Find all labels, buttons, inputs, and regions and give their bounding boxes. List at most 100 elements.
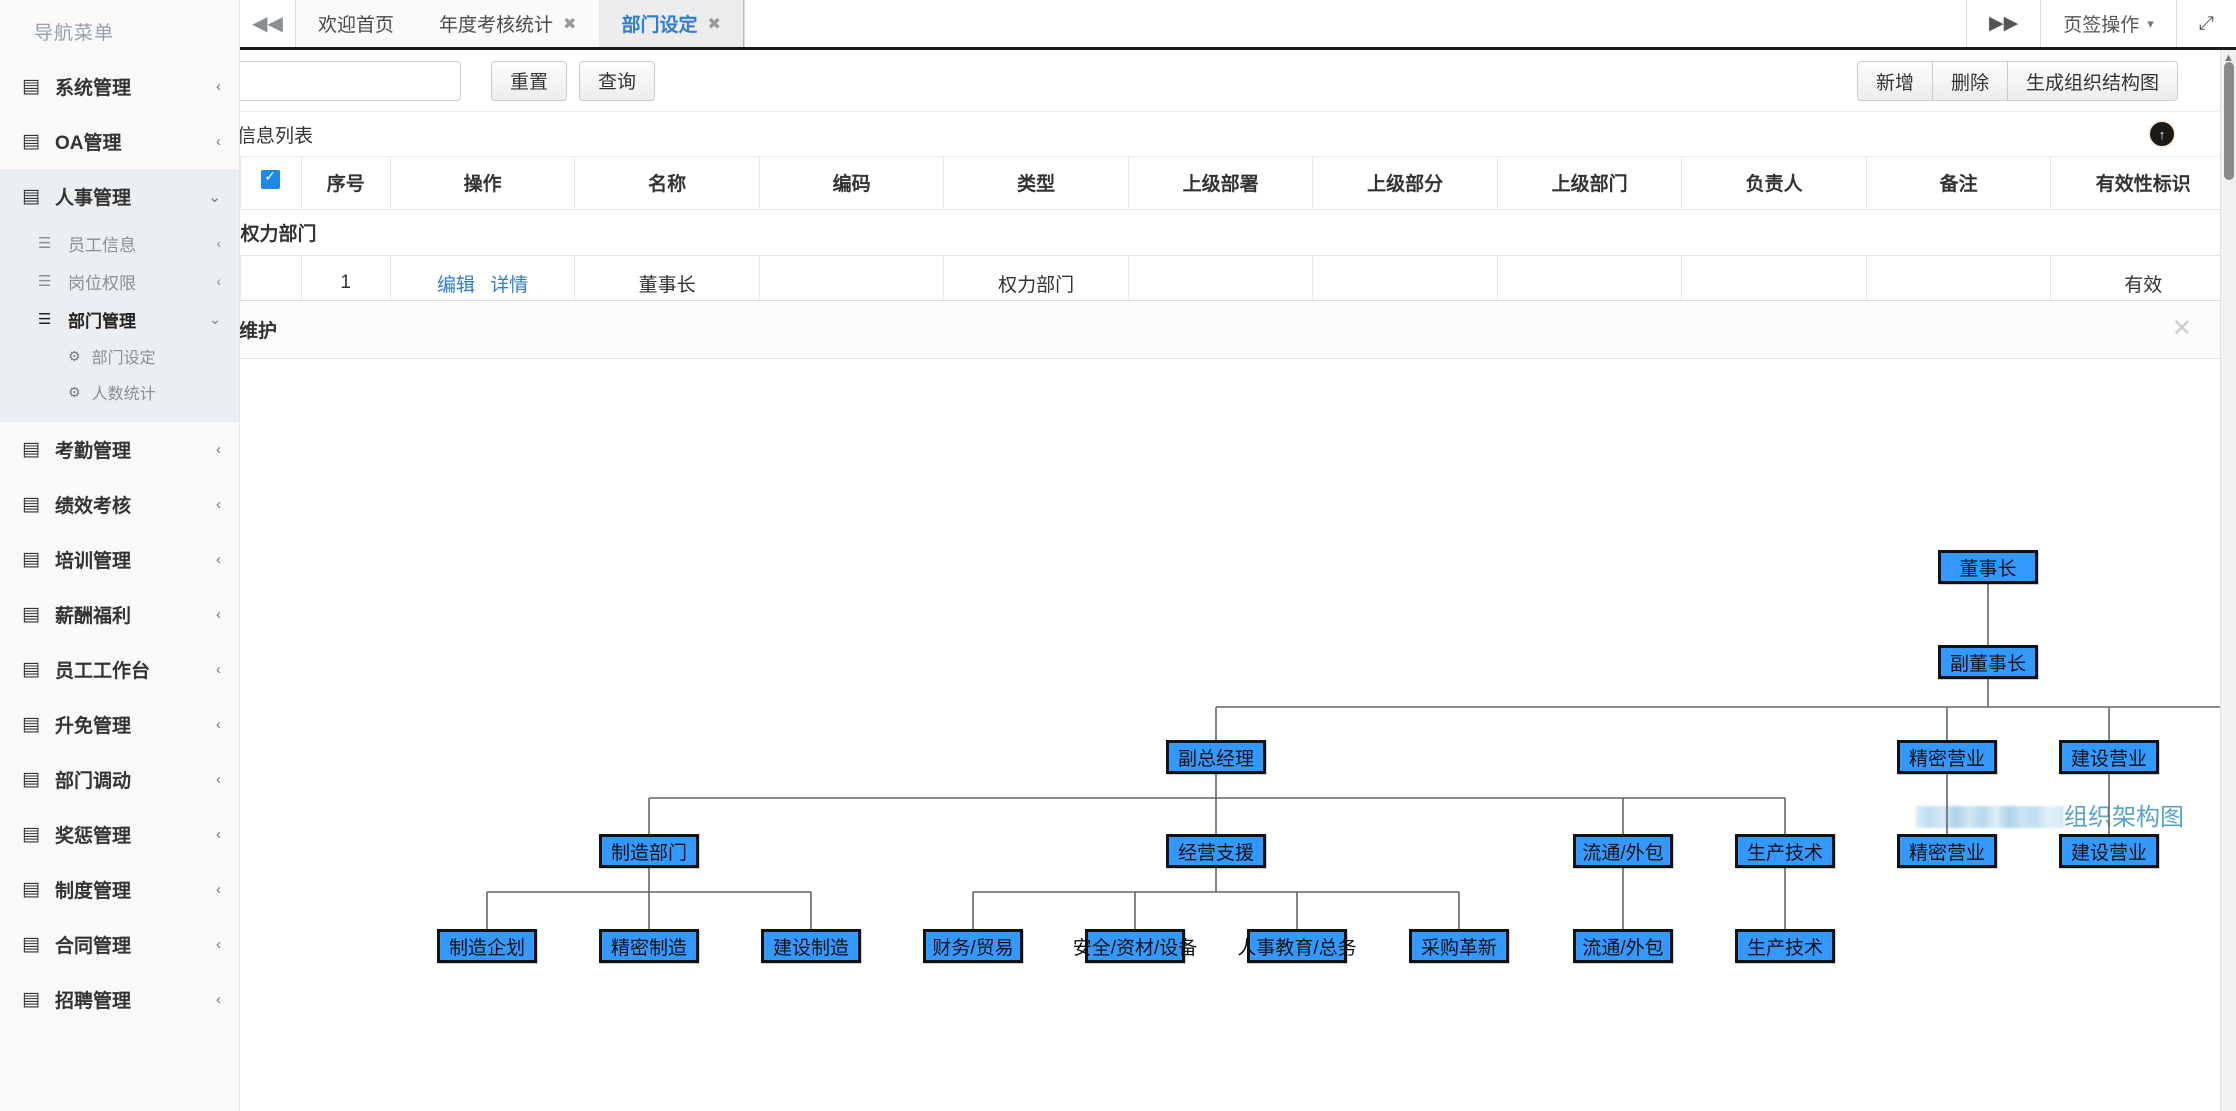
- tab-annual-review-stats[interactable]: 年度考核统计 ✖: [417, 0, 600, 47]
- scrollbar-thumb[interactable]: [2224, 62, 2234, 180]
- panel-collapse-button[interactable]: ↑: [2150, 122, 2174, 146]
- sidebar-item-oa-management[interactable]: ▤ OA管理 ‹: [0, 114, 239, 169]
- tab-welcome-home[interactable]: 欢迎首页: [296, 0, 418, 47]
- org-node[interactable]: 财务/贸易: [923, 929, 1023, 963]
- sidebar-item-label: 人事管理: [55, 188, 132, 209]
- edit-link[interactable]: 编辑: [436, 274, 475, 296]
- bars-icon: ☰: [38, 235, 52, 252]
- page-action-dropdown[interactable]: 页签操作 ▾: [2040, 0, 2176, 47]
- sidebar-item-training-management[interactable]: ▤ 培训管理 ‹: [0, 532, 239, 587]
- chevron-down-icon: ⌄: [208, 188, 221, 206]
- sidebar-item-label: 薪酬福利: [55, 606, 132, 627]
- org-node[interactable]: 精密制造: [599, 929, 699, 963]
- book-icon: ▤: [22, 824, 40, 845]
- sidebar-item-label: 奖惩管理: [55, 826, 132, 847]
- org-node[interactable]: 制造企划: [437, 929, 537, 963]
- sidebar-leaf-label: 人数统计: [91, 386, 156, 403]
- bars-icon: ☰: [38, 273, 52, 290]
- sidebar-subitem-label: 岗位权限: [68, 273, 136, 293]
- org-node[interactable]: 生产技术: [1735, 834, 1835, 868]
- sidebar-item-hr-management[interactable]: ▤ 人事管理 ⌄: [0, 169, 239, 224]
- book-icon: ▤: [22, 934, 40, 955]
- sidebar-item-label: 考勤管理: [55, 441, 132, 462]
- org-node[interactable]: 流通/外包: [1573, 834, 1673, 868]
- query-button[interactable]: 查询: [579, 60, 656, 101]
- sidebar-item-department-transfer[interactable]: ▤ 部门调动 ‹: [0, 752, 239, 807]
- org-node[interactable]: 董事长: [1938, 550, 2038, 584]
- chevron-left-icon: ‹: [216, 441, 221, 458]
- chevron-left-icon: ‹: [216, 771, 221, 788]
- sidebar-item-position-permission[interactable]: ☰ 岗位权限 ‹: [0, 262, 239, 300]
- org-node[interactable]: 安全/资材/设备: [1073, 929, 1197, 963]
- org-chart-modal: 息维护 ✕ 组织架构图 董事长副董事长副总经理精密营业建设营业技术部门制造部门经…: [240, 300, 2220, 1111]
- column-header: 备注: [1865, 157, 2052, 210]
- sidebar-item-department-management[interactable]: ☰ 部门管理 ⌄: [0, 300, 239, 338]
- chevron-left-icon: ‹: [216, 133, 221, 150]
- org-node[interactable]: 建设营业: [2059, 740, 2159, 774]
- close-icon[interactable]: ✖: [707, 15, 721, 33]
- close-icon[interactable]: ✕: [2171, 315, 2192, 342]
- sidebar-item-compensation-benefits[interactable]: ▤ 薪酬福利 ‹: [0, 587, 239, 642]
- book-icon: ▤: [22, 769, 40, 790]
- sidebar-item-label: 招聘管理: [55, 991, 132, 1012]
- vertical-scrollbar[interactable]: ▲: [2220, 50, 2236, 1111]
- tab-department-setup[interactable]: 部门设定 ✖: [599, 0, 744, 47]
- sidebar-item-recruitment-management[interactable]: ▤ 招聘管理 ‹: [0, 972, 239, 1027]
- org-node[interactable]: 生产技术: [1735, 929, 1835, 963]
- sidebar-item-reward-punishment[interactable]: ▤ 奖惩管理 ‹: [0, 807, 239, 862]
- org-node[interactable]: 精密营业: [1897, 834, 1997, 868]
- org-node[interactable]: 制造部门: [599, 834, 699, 868]
- detail-link[interactable]: 详情: [490, 274, 529, 296]
- org-node[interactable]: 流通/外包: [1573, 929, 1673, 963]
- org-node[interactable]: 副总经理: [1166, 740, 1266, 774]
- search-group: 名称: [240, 60, 462, 101]
- department-table: 序号 操作 名称 编码 类型 上级部署 上级部分 上级部门 负责人 备注 有效性…: [240, 157, 2236, 312]
- sidebar-item-promotion-management[interactable]: ▤ 升免管理 ‹: [0, 697, 239, 752]
- chevron-left-icon: ‹: [216, 551, 221, 568]
- sidebar-subitem-label: 员工信息: [68, 235, 136, 255]
- add-button[interactable]: 新增: [1856, 61, 1933, 101]
- chevron-left-icon: ‹: [216, 606, 221, 623]
- book-icon: ▤: [22, 494, 40, 515]
- close-icon[interactable]: ✖: [563, 15, 577, 33]
- search-input[interactable]: [240, 60, 462, 101]
- org-node[interactable]: 建设制造: [761, 929, 861, 963]
- fullscreen-button[interactable]: ⤢: [2175, 0, 2236, 47]
- chevron-down-icon: ▾: [2147, 15, 2154, 31]
- sidebar-item-headcount-stats[interactable]: ⚙ 人数统计: [0, 374, 239, 410]
- sidebar-item-system-management[interactable]: ▤ 系统管理 ‹: [0, 59, 239, 114]
- select-all-header[interactable]: [240, 157, 302, 210]
- double-chevron-left-icon: ◀◀: [252, 13, 283, 35]
- sidebar-item-department-setup[interactable]: ⚙ 部门设定: [0, 338, 239, 374]
- sidebar-item-performance-review[interactable]: ▤ 绩效考核 ‹: [0, 477, 239, 532]
- org-node[interactable]: 副董事长: [1938, 645, 2038, 679]
- chevron-left-icon: ‹: [216, 991, 221, 1008]
- tabs-scroll-right-button[interactable]: ▶▶: [1966, 0, 2040, 47]
- modal-body: 组织架构图 董事长副董事长副总经理精密营业建设营业技术部门制造部门经营支援流通/…: [240, 359, 2220, 1111]
- sidebar-item-contract-management[interactable]: ▤ 合同管理 ‹: [0, 917, 239, 972]
- tab-label: 年度考核统计: [439, 15, 554, 36]
- group-row-label: 权力部门: [240, 208, 2236, 256]
- column-header: 上级部门: [1496, 157, 1683, 210]
- tab-label: 部门设定: [621, 15, 698, 36]
- chevron-left-icon: ‹: [216, 273, 221, 289]
- org-node[interactable]: 建设营业: [2059, 834, 2159, 868]
- tabs-scroll-left-button[interactable]: ◀◀: [240, 0, 296, 47]
- org-node[interactable]: 人事教育/总务: [1237, 929, 1357, 963]
- sidebar-item-policy-management[interactable]: ▤ 制度管理 ‹: [0, 862, 239, 917]
- sidebar-item-employee-workbench[interactable]: ▤ 员工工作台 ‹: [0, 642, 239, 697]
- chevron-left-icon: ‹: [216, 496, 221, 513]
- delete-button[interactable]: 删除: [1932, 61, 2008, 101]
- sidebar-item-employee-info[interactable]: ☰ 员工信息 ‹: [0, 224, 239, 262]
- generate-org-chart-button[interactable]: 生成组织结构图: [2007, 61, 2178, 101]
- org-node[interactable]: 采购革新: [1409, 929, 1509, 963]
- org-node[interactable]: 精密营业: [1897, 740, 1997, 774]
- org-node[interactable]: 经营支援: [1166, 834, 1266, 868]
- chevron-left-icon: ‹: [216, 716, 221, 733]
- sidebar-item-label: 员工工作台: [55, 661, 151, 682]
- scroll-up-icon[interactable]: ▲: [2223, 52, 2234, 64]
- column-header: 有效性标识: [2050, 157, 2236, 210]
- sidebar-item-attendance-management[interactable]: ▤ 考勤管理 ‹: [0, 422, 239, 477]
- checkbox-icon[interactable]: [261, 168, 281, 190]
- reset-button[interactable]: 重置: [491, 60, 568, 101]
